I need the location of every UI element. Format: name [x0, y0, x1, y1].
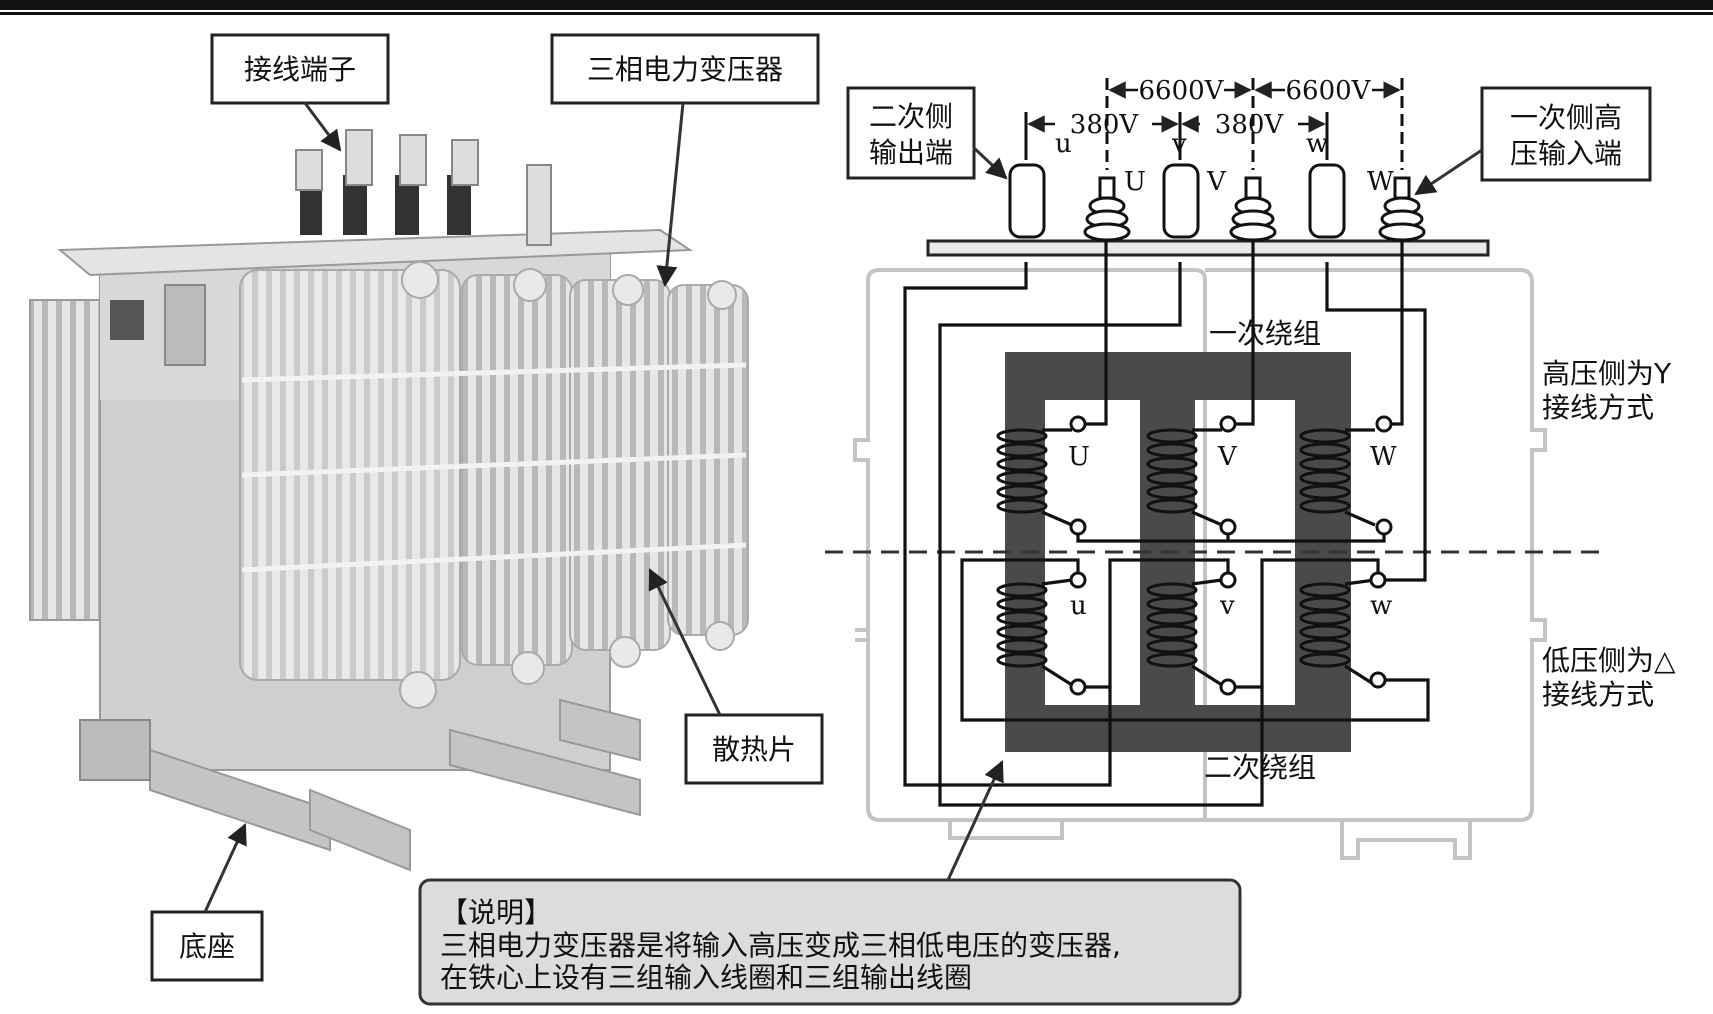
transformer-photo: [29, 129, 749, 872]
tag-top-W: W: [1367, 167, 1394, 197]
label-primary-input: 一次侧高 压输入端: [1480, 86, 1652, 182]
note-heading: 【说明】: [440, 896, 552, 929]
voltage-lv-1: 380V: [1070, 110, 1140, 140]
tag-top-U: U: [1124, 167, 1146, 197]
label-transformer: 三相电力变压器: [550, 33, 820, 105]
label-primary-input-line2: 压输入端: [1510, 137, 1622, 170]
tag-coil-W: W: [1370, 442, 1397, 472]
label-secondary-output-line2: 输出端: [869, 136, 953, 169]
label-hv-side-line1: 高压侧为Y: [1542, 357, 1672, 390]
tag-coil-V: V: [1217, 442, 1238, 472]
tank-left-outline: [853, 268, 1207, 822]
arrow-transformer: [656, 102, 685, 288]
coil-V: [1146, 428, 1198, 514]
top-border-bar: [0, 0, 1713, 10]
voltage-lv-2: 380V: [1215, 110, 1285, 140]
tag-coil-u: u: [1070, 591, 1087, 621]
terminal-dots: [1069, 415, 1393, 696]
tag-top-v: v: [1171, 129, 1187, 159]
label-radiator-text: 散热片: [712, 733, 796, 766]
arrow-base: [203, 823, 247, 913]
voltage-hv-2: 6600V: [1286, 76, 1372, 106]
arrow-note-core: [946, 760, 1004, 881]
label-secondary-winding: 二次绕组: [1204, 751, 1316, 784]
secondary-leads: [903, 262, 1430, 807]
tag-top-w: w: [1306, 129, 1328, 159]
tag-top-u: u: [1055, 129, 1072, 159]
label-lv-side-line2: 接线方式: [1542, 678, 1654, 711]
tag-top-V: V: [1206, 167, 1227, 197]
arrow-terminals: [303, 102, 342, 152]
label-hv-side-line2: 接线方式: [1542, 391, 1654, 424]
coil-u: [996, 582, 1048, 668]
dimension-arrows: [1027, 81, 1401, 133]
tag-coil-w: w: [1370, 591, 1392, 621]
arrow-primary-input: [1414, 148, 1483, 196]
arrow-radiator: [648, 568, 722, 716]
dimension-lines: [1024, 78, 1404, 170]
label-primary-input-line1: 一次侧高: [1510, 101, 1622, 134]
voltage-hv-1: 6600V: [1139, 76, 1225, 106]
cover-plate: [926, 239, 1490, 257]
tag-coil-U: U: [1068, 442, 1090, 472]
coil-w: [1299, 582, 1351, 668]
label-terminals: 接线端子: [210, 33, 390, 105]
tank-right-outline: [1205, 268, 1547, 822]
schematic: [825, 78, 1600, 860]
label-transformer-text: 三相电力变压器: [587, 53, 783, 86]
coil-leads: [1041, 428, 1376, 687]
label-secondary-output-line1: 二次侧: [869, 100, 953, 133]
label-terminals-text: 接线端子: [244, 53, 356, 86]
label-base-text: 底座: [179, 930, 235, 963]
tag-coil-v: v: [1219, 591, 1235, 621]
lv-bushings: [1008, 163, 1346, 239]
coils: [996, 428, 1351, 668]
hv-bushings: [1083, 176, 1426, 242]
note-box: 【说明】 三相电力变压器是将输入高压变成三相低电压的变压器, 在铁心上设有三组输…: [418, 878, 1242, 1006]
coil-W: [1299, 428, 1351, 514]
coil-v: [1146, 582, 1198, 668]
label-primary-winding: 一次绕组: [1209, 317, 1321, 350]
label-base: 底座: [150, 910, 264, 982]
top-border-line: [0, 12, 1713, 15]
note-line1: 三相电力变压器是将输入高压变成三相低电压的变压器,: [440, 929, 1121, 962]
label-lv-side-line1: 低压侧为△: [1542, 644, 1676, 677]
coil-U: [996, 428, 1048, 514]
arrow-secondary-output: [972, 146, 1008, 180]
label-secondary-output: 二次侧 输出端: [846, 86, 976, 180]
note-line2: 在铁心上设有三组输入线圈和三组输出线圈: [440, 961, 972, 994]
label-radiator: 散热片: [684, 713, 824, 785]
